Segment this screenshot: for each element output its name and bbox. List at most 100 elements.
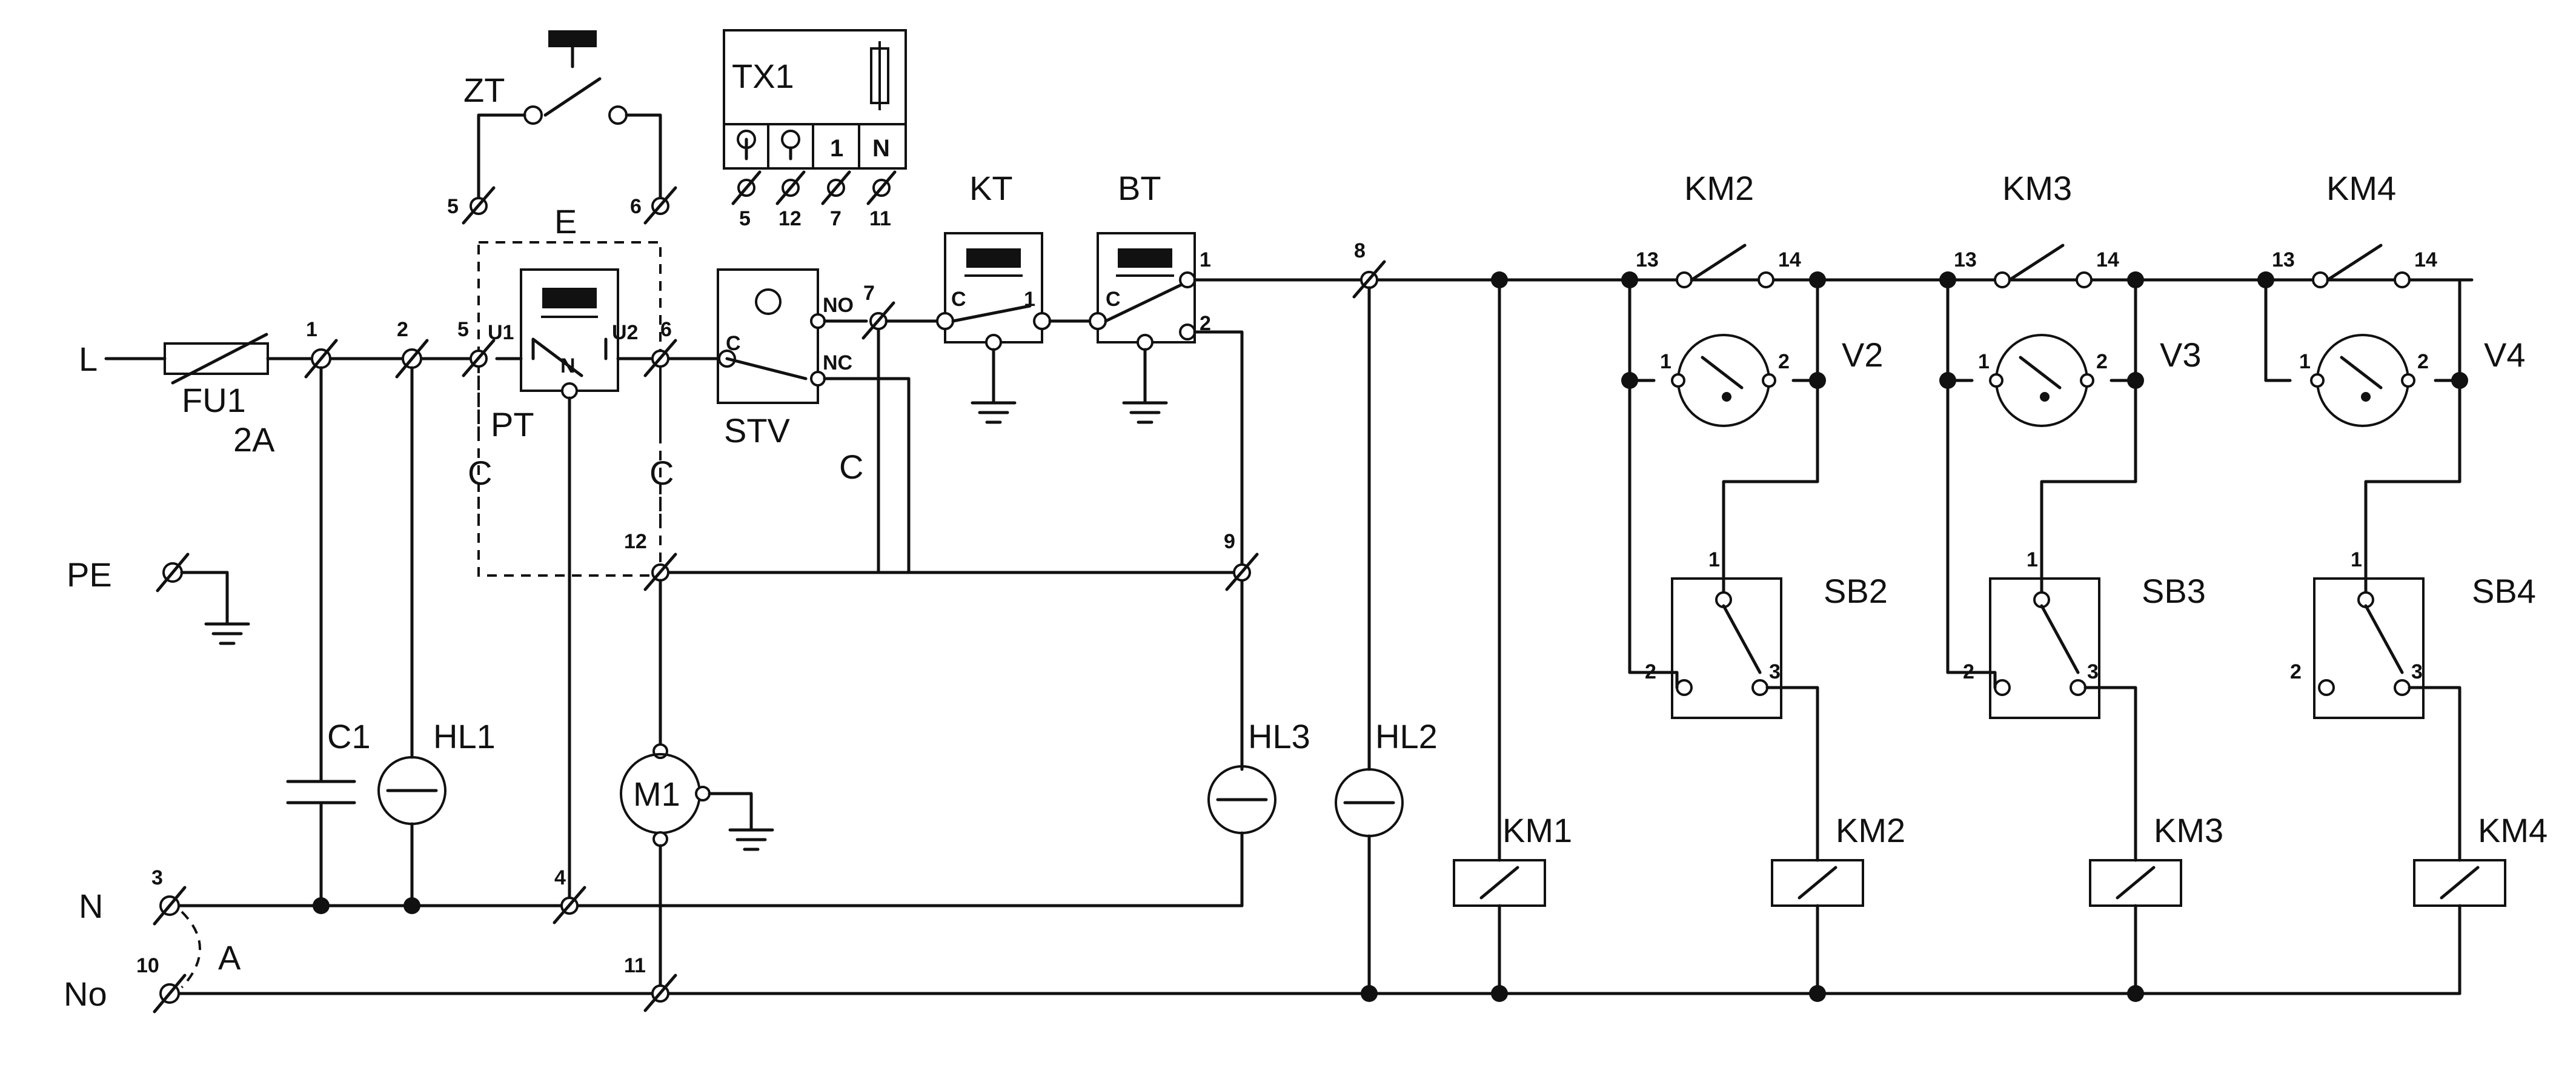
v3-2: 2 — [2096, 350, 2108, 373]
fuse-label: FU1 — [182, 381, 246, 419]
terminal-5 — [462, 339, 496, 377]
bt-thermostat — [1089, 232, 1196, 424]
lamp-hl3-label: HL3 — [1248, 717, 1310, 755]
terminal-label-12: 12 — [624, 530, 647, 553]
pe-terminal — [156, 552, 250, 645]
terminal-label-6: 6 — [660, 318, 672, 341]
c-label-right: C — [649, 454, 674, 492]
bt-c-label: C — [1106, 288, 1121, 311]
bt-2-label: 2 — [1200, 312, 1211, 335]
km3-14: 14 — [2096, 248, 2119, 271]
tx1-box — [723, 29, 907, 170]
tx1-terminal-7: 7 — [830, 207, 842, 230]
terminal-label-3: 3 — [151, 866, 163, 889]
jumper-a — [181, 911, 201, 989]
terminal-6-top — [643, 186, 677, 225]
v4-2: 2 — [2417, 350, 2429, 373]
pt-label: PT — [491, 405, 534, 443]
terminal-label-6-top: 6 — [630, 195, 642, 218]
c-label-left: C — [468, 454, 492, 492]
pt-device — [495, 268, 653, 399]
fuse-fu1 — [164, 342, 269, 375]
tx1-terminals — [731, 170, 897, 205]
stv-c-label: C — [726, 332, 741, 355]
terminal-label-5: 5 — [457, 318, 469, 341]
km3-block — [1939, 244, 2182, 1002]
km3-13: 13 — [1954, 248, 1977, 271]
km2-contact-label: KM2 — [1684, 169, 1754, 207]
fuse-rating: 2A — [233, 420, 275, 459]
sb2-label: SB2 — [1824, 572, 1888, 610]
sb4-label: SB4 — [2472, 572, 2536, 610]
stv-no-label: NO — [823, 294, 854, 317]
tx1-terminal-11: 11 — [869, 207, 891, 230]
sb2-3: 3 — [1769, 660, 1781, 683]
line-label-no: No — [64, 975, 107, 1013]
sb4-1: 1 — [2351, 548, 2362, 571]
sb3-2: 2 — [1963, 660, 1974, 683]
l-line — [104, 333, 473, 385]
kt-1-label: 1 — [1024, 288, 1035, 311]
km4-13: 13 — [2272, 248, 2295, 271]
terminal-label-10: 10 — [136, 954, 159, 977]
terminal-label-11: 11 — [624, 954, 646, 977]
coil-km1 — [1453, 278, 1546, 995]
terminal-9 — [1225, 552, 1259, 591]
sb4-3: 3 — [2411, 660, 2423, 683]
lamp-hl2-label: HL2 — [1375, 717, 1438, 755]
tx1-cell-n: N — [872, 135, 890, 162]
terminal-5-top — [462, 186, 496, 225]
sb4-2: 2 — [2290, 660, 2302, 683]
terminal-label-8: 8 — [1354, 239, 1366, 262]
stv-nc-label: NC — [823, 351, 852, 374]
tx1-terminal-5: 5 — [739, 207, 751, 230]
terminal-label-1: 1 — [306, 318, 317, 341]
terminal-label-5-top: 5 — [447, 195, 459, 218]
km2-block — [1621, 244, 1864, 1002]
sb3-1: 1 — [2027, 548, 2038, 571]
v4-1: 1 — [2299, 350, 2311, 373]
sb3-3: 3 — [2087, 660, 2099, 683]
v2-2: 2 — [1778, 350, 1790, 373]
v4-label: V4 — [2484, 336, 2526, 374]
lamp-hl1-label: HL1 — [433, 717, 496, 755]
v3-1: 1 — [1978, 350, 1990, 373]
v3-label: V3 — [2160, 336, 2202, 374]
kt-label: KT — [969, 169, 1013, 207]
lamp-hl3 — [1207, 765, 1276, 907]
bt-1-label: 1 — [1200, 248, 1211, 271]
e-label: E — [554, 202, 577, 241]
line-label-l: L — [79, 340, 98, 378]
tx1-label: TX1 — [732, 57, 794, 95]
stv-switch — [717, 268, 868, 404]
terminal-11 — [643, 974, 677, 1012]
sb2-1: 1 — [1708, 548, 1720, 571]
km4-contact-label: KM4 — [2326, 169, 2396, 207]
kt-c-label: C — [951, 288, 966, 311]
sb2-2: 2 — [1645, 660, 1656, 683]
tx1-terminal-12: 12 — [778, 207, 802, 230]
capacitor-label: C1 — [327, 717, 371, 755]
terminal-label-4: 4 — [554, 866, 566, 889]
v2-1: 1 — [1660, 350, 1671, 373]
coil-km3-label: KM3 — [2154, 811, 2223, 849]
terminal-label-u2: U2 — [612, 321, 638, 344]
line-label-n: N — [79, 887, 103, 925]
motor-label: M1 — [633, 775, 680, 813]
terminal-label-9: 9 — [1224, 530, 1235, 553]
terminal-label-u1: U1 — [488, 321, 514, 344]
km2-14: 14 — [1778, 248, 1801, 271]
zt-switch — [477, 30, 662, 202]
terminal-label-7: 7 — [863, 282, 875, 305]
tx1-cell-1: 1 — [830, 135, 843, 162]
stv-label: STV — [724, 411, 791, 450]
km3-contact-label: KM3 — [2002, 169, 2072, 207]
pt-box — [477, 241, 662, 577]
terminal-4 — [553, 886, 586, 924]
coil-km2-label: KM2 — [1836, 811, 1905, 849]
motor-m1 — [620, 579, 774, 995]
lamp-hl1 — [377, 366, 446, 907]
v2-label: V2 — [1842, 336, 1884, 374]
pt-n-label: N — [560, 354, 576, 377]
